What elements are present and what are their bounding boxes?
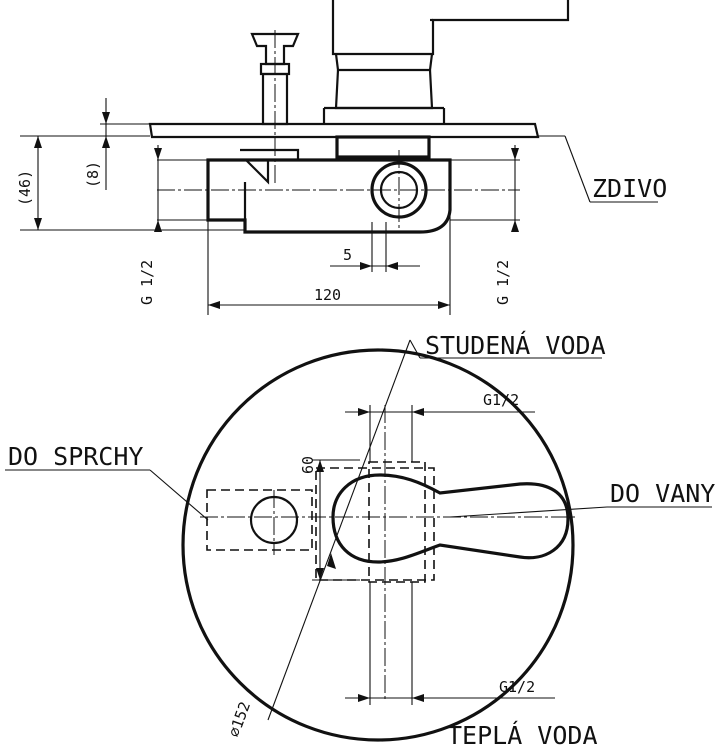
hidden-diverter-body [206, 489, 313, 551]
dim-120: 120 [314, 286, 341, 304]
dim-8: (8) [84, 161, 102, 188]
cartridge-cap [334, 69, 434, 110]
label-to-bath: DO VANY [610, 479, 715, 508]
dim-60: 60 [299, 456, 317, 474]
diameter-leader [267, 339, 411, 721]
cover-plate [148, 122, 540, 139]
diverter-housing [240, 148, 300, 185]
round-plate [181, 348, 575, 742]
lever-neck [334, 53, 434, 72]
front-view: G1/2 G1/2 60 ⌀152 STUDENÁ VODA TEPLÁ VOD… [5, 331, 715, 750]
dim-diameter: ⌀152 [225, 699, 254, 739]
dim-g-top: G1/2 [483, 391, 519, 409]
hidden-inlets [368, 461, 426, 583]
dim-g-bottom: G1/2 [499, 678, 535, 696]
label-to-shower: DO SPRCHY [8, 442, 143, 471]
dim-46: (46) [16, 170, 34, 206]
label-cold-water: STUDENÁ VODA [425, 331, 606, 360]
label-hot-water: TEPLÁ VODA [447, 721, 598, 750]
dim-thread-right: G 1/2 [494, 260, 512, 305]
side-view: (46) (8) G 1/2 G 1/2 5 120 ZDIVO [16, 0, 667, 315]
dim-thread-left: G 1/2 [138, 260, 156, 305]
rosette-neck [335, 135, 431, 159]
hidden-valve-body [315, 467, 435, 581]
lever-front [331, 473, 570, 564]
lever-handle [331, 0, 570, 56]
dim-5: 5 [343, 246, 352, 264]
label-wall: ZDIVO [592, 174, 667, 203]
